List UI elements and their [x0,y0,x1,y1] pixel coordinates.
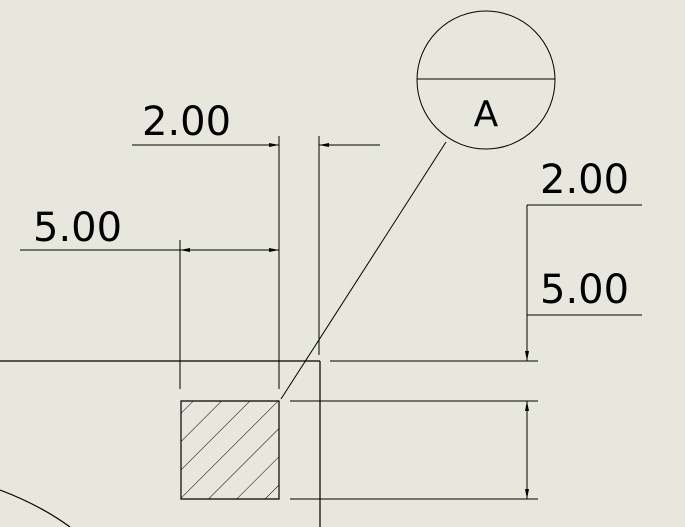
detail-callout [281,11,555,399]
dimension-value-5-vertical: 5.00 [540,267,629,313]
vertical-dimensions [290,205,642,499]
dimension-value-2-vertical: 2.00 [540,157,629,203]
dimension-value-5-horizontal: 5.00 [33,205,122,251]
dimension-value-2-horizontal: 2.00 [142,99,231,145]
callout-leader [281,142,446,399]
detail-bubble-label: A [474,94,499,135]
hatched-section [181,401,279,499]
detail-bubble [417,11,555,149]
circular-arc-edge [0,490,70,527]
horizontal-dimension-5 [20,136,279,389]
horizontal-dimension-2 [132,136,380,355]
